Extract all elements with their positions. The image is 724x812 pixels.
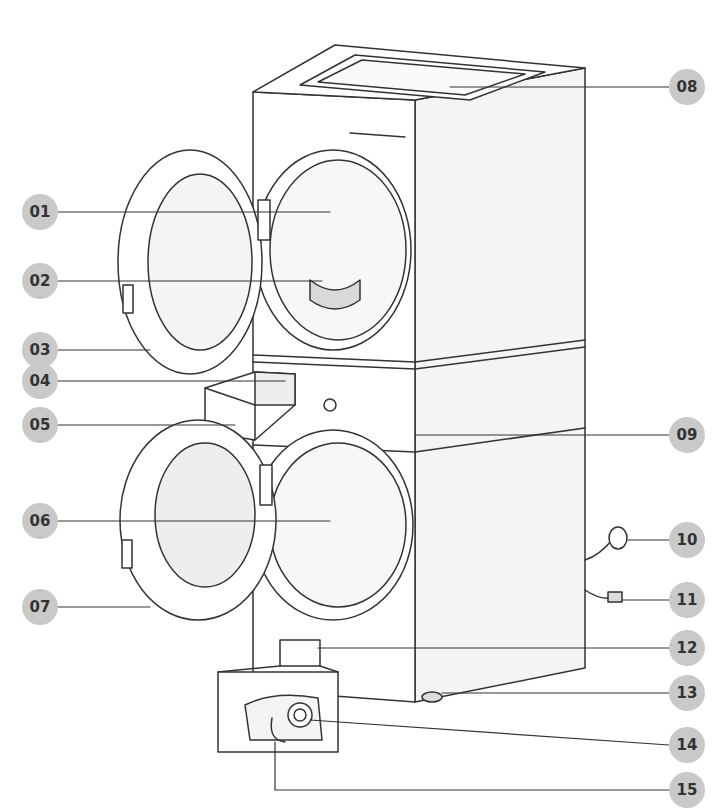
- leader-line: [275, 742, 669, 790]
- dryer-door-ring: [255, 150, 411, 350]
- washer-door-ring: [253, 430, 413, 620]
- leader-line: [310, 720, 669, 745]
- washer-door-glass: [155, 443, 255, 587]
- leader-line: [58, 424, 235, 425]
- callout-number: 09: [669, 417, 705, 453]
- callout-number: 04: [22, 363, 58, 399]
- callout-number: 06: [22, 503, 58, 539]
- leader-line: [58, 280, 322, 281]
- drawer-edge: [205, 388, 255, 405]
- leader-line: [622, 599, 669, 600]
- dryer-filter: [310, 280, 360, 309]
- callout-number: 05: [22, 407, 58, 443]
- drawer-edge: [254, 405, 256, 440]
- unit-divider: [253, 347, 585, 369]
- leader-line: [58, 380, 285, 381]
- dryer-drum: [270, 160, 406, 340]
- cabinet-front: [253, 92, 415, 702]
- callout-number: 01: [22, 194, 58, 230]
- callout-number: 02: [22, 263, 58, 299]
- hinge: [260, 465, 272, 505]
- top-panel-inner: [318, 60, 525, 95]
- callout-number: 10: [669, 522, 705, 558]
- zoom-line: [218, 666, 280, 672]
- callout-number: 07: [22, 589, 58, 625]
- leader-line: [58, 520, 330, 521]
- drawer-compartment: [255, 372, 295, 405]
- hose-connector: [608, 592, 622, 602]
- hinge: [258, 200, 270, 240]
- unit-divider: [253, 340, 585, 362]
- washer-door: [120, 420, 276, 620]
- leader-line: [58, 349, 150, 350]
- cabinet-top: [253, 45, 585, 100]
- leader-line: [58, 211, 330, 212]
- drain-hose: [271, 718, 285, 742]
- power-cord: [585, 540, 612, 560]
- washer-drum: [270, 443, 406, 607]
- callout-number: 13: [669, 675, 705, 711]
- inset-box: [218, 672, 338, 752]
- cabinet-side: [415, 68, 585, 702]
- leader-line: [450, 86, 669, 87]
- inset-panel: [245, 695, 322, 740]
- drain-filter: [288, 703, 312, 727]
- leader-lines: [58, 87, 669, 790]
- zoom-line: [320, 666, 338, 672]
- leader-line: [58, 606, 150, 607]
- leader-line: [318, 647, 669, 648]
- control-strip: [350, 133, 405, 137]
- door-latch: [122, 540, 132, 568]
- door-latch: [123, 285, 133, 313]
- top-panel: [300, 55, 545, 100]
- leader-line: [442, 692, 669, 693]
- power-plug: [609, 527, 627, 549]
- callout-number: 08: [669, 69, 705, 105]
- dryer-door: [118, 150, 262, 374]
- knob: [324, 399, 336, 411]
- callout-number: 14: [669, 727, 705, 763]
- callout-number: 11: [669, 582, 705, 618]
- callout-number: 12: [669, 630, 705, 666]
- leader-line: [415, 434, 669, 435]
- callout-number: 15: [669, 772, 705, 808]
- foot: [422, 692, 442, 702]
- leader-line: [628, 539, 669, 540]
- drain-filter-cap: [294, 709, 306, 721]
- dryer-door-glass: [148, 174, 252, 350]
- service-panel: [280, 640, 320, 666]
